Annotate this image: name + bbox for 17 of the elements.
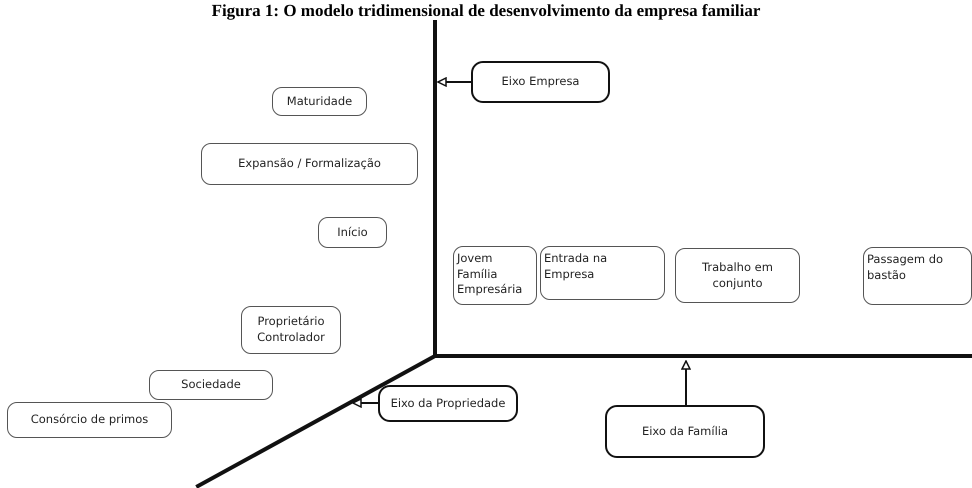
stage-box: Início <box>318 217 387 248</box>
stage-box: Trabalho em conjunto <box>675 248 800 303</box>
stage-box: Entrada na Empresa <box>540 246 665 300</box>
stage-box: Maturidade <box>272 87 367 116</box>
axis-box: Eixo da Propriedade <box>378 385 518 422</box>
stage-box: Expansão / Formalização <box>201 143 418 185</box>
arrow <box>352 398 378 408</box>
axis-box: Eixo da Família <box>605 405 765 458</box>
stage-box: Sociedade <box>149 370 273 400</box>
stage-box: Jovem Família Empresária <box>453 246 537 305</box>
axis-box: Eixo Empresa <box>471 61 610 103</box>
arrow <box>437 77 471 87</box>
stage-box: Passagem do bastão <box>863 247 972 305</box>
stage-box: Consórcio de primos <box>7 402 172 438</box>
stage-box: Proprietário Controlador <box>241 306 341 354</box>
arrow <box>681 360 691 405</box>
figure-title: Figura 1: O modelo tridimensional de desenvolvimento da empresa familiar <box>210 1 762 21</box>
